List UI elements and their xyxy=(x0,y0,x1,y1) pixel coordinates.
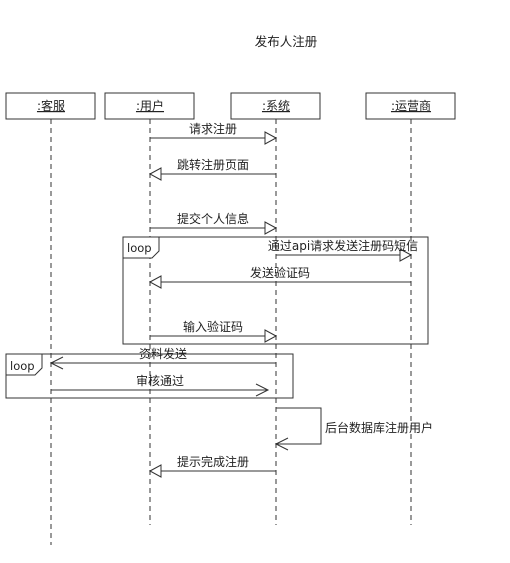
message-submit-info: 提交个人信息 xyxy=(150,211,278,235)
message-send-code: 发送验证码 xyxy=(148,265,411,289)
message-label: 资料发送 xyxy=(139,346,187,361)
message-api-sms: 通过api请求发送注册码短信 xyxy=(268,238,418,262)
message-enter-code: 输入验证码 xyxy=(150,319,278,343)
message-label: 提交个人信息 xyxy=(177,211,249,226)
participant-label-system: :系统 xyxy=(262,99,290,113)
message-backend-register: 后台数据库注册用户 xyxy=(274,407,433,451)
loop-frame-review: loop xyxy=(5,353,294,399)
message-label: 提示完成注册 xyxy=(177,454,249,469)
participant-label-carrier: :运营商 xyxy=(391,98,431,113)
message-label: 后台数据库注册用户 xyxy=(325,420,433,435)
message-send-materials: 资料发送 xyxy=(49,346,276,370)
participant-cs: :客服 xyxy=(5,92,96,545)
message-label: 审核通过 xyxy=(136,373,184,388)
message-redirect-page: 跳转注册页面 xyxy=(148,157,276,181)
message-label: 跳转注册页面 xyxy=(177,157,249,172)
participant-label-user: :用户 xyxy=(136,98,164,113)
message-review-pass: 审核通过 xyxy=(51,373,270,397)
participant-label-cs: :客服 xyxy=(37,98,65,113)
message-label: 发送验证码 xyxy=(250,265,310,280)
loop-frame-sms: loop xyxy=(122,236,429,345)
participant-user: :用户 xyxy=(104,92,195,525)
participant-system: :系统 xyxy=(230,92,321,525)
message-label: 请求注册 xyxy=(189,121,237,136)
loop-tag: loop xyxy=(127,241,152,255)
message-label: 输入验证码 xyxy=(183,319,243,334)
message-label: 通过api请求发送注册码短信 xyxy=(268,238,418,253)
diagram-title: 发布人注册 xyxy=(255,34,318,49)
loop-tag: loop xyxy=(10,359,35,373)
participant-carrier: :运营商 xyxy=(365,92,456,525)
message-registration-complete: 提示完成注册 xyxy=(148,454,276,478)
message-request-register: 请求注册 xyxy=(150,121,278,145)
